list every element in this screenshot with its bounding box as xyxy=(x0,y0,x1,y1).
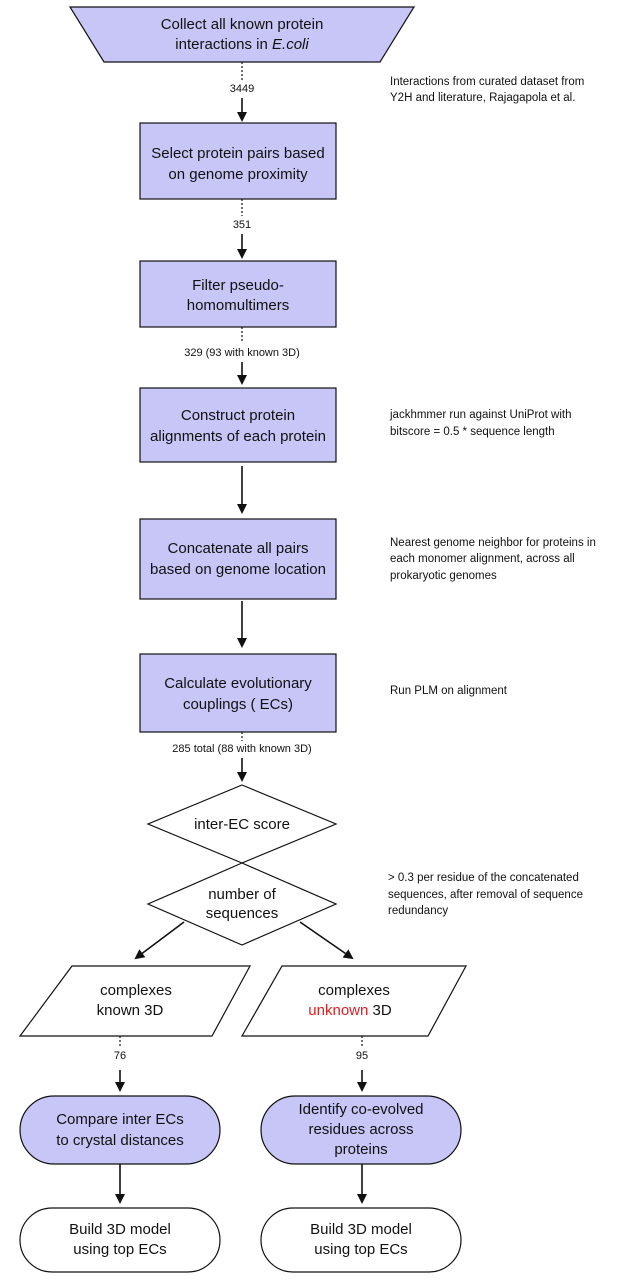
data-complexes-known-line1: complexes xyxy=(100,982,172,999)
step-compare-line2: to crystal distances xyxy=(56,1132,184,1149)
step-filter-line1: Filter pseudo- xyxy=(192,277,284,294)
step-identify: Identify co-evolved residues across prot… xyxy=(260,1095,462,1165)
data-complexes-known: complexes known 3D xyxy=(18,965,252,1037)
step-build-right-line1: Build 3D model xyxy=(310,1221,412,1238)
step-concatenate-line2: based on genome location xyxy=(150,561,326,578)
count-2: 351 xyxy=(233,219,251,231)
decision-num-sequences: number of sequences xyxy=(146,862,338,946)
step-calculate-line1: Calculate evolutionary xyxy=(164,675,312,692)
note-3-line2: each monomer alignment, across all xyxy=(390,553,575,565)
note-3-line3: prokaryotic genomes xyxy=(390,570,497,582)
step-select: Select protein pairs based on genome pro… xyxy=(139,122,337,200)
data-complexes-unknown: complexes unknown 3D xyxy=(240,965,468,1037)
note-3-line1: Nearest genome neighbor for proteins in xyxy=(390,537,596,549)
note-1-line1: Interactions from curated dataset from xyxy=(390,76,584,88)
data-complexes-unknown-line1: complexes xyxy=(318,982,390,999)
note-1-line2: Y2H and literature, Rajagapola et al. xyxy=(390,92,575,104)
step-collect: Collect all known protein interactions i… xyxy=(68,6,416,63)
data-complexes-unknown-line2: unknown 3D xyxy=(308,1002,392,1019)
decision-num-sequences-line2: sequences xyxy=(206,905,279,922)
step-compare-line1: Compare inter ECs xyxy=(56,1111,184,1128)
step-select-line2: on genome proximity xyxy=(168,166,308,183)
note-2-line1: jackhmmer run against UniProt with xyxy=(389,409,572,421)
step-construct-line2: alignments of each protein xyxy=(150,428,326,445)
decision-inter-ec: inter-EC score xyxy=(146,784,338,864)
step-build-left: Build 3D model using top ECs xyxy=(19,1207,221,1273)
step-build-right: Build 3D model using top ECs xyxy=(260,1207,462,1273)
step-calculate: Calculate evolutionary couplings ( ECs) xyxy=(139,653,337,733)
step-identify-line3: proteins xyxy=(334,1141,387,1158)
step-concatenate: Concatenate all pairs based on genome lo… xyxy=(139,518,337,600)
step-construct: Construct protein alignments of each pro… xyxy=(139,387,337,463)
step-concatenate-line1: Concatenate all pairs xyxy=(168,540,309,557)
decision-inter-ec-label: inter-EC score xyxy=(194,816,290,833)
step-construct-line1: Construct protein xyxy=(181,407,295,424)
note-5-line3: redundancy xyxy=(388,905,448,917)
step-filter: Filter pseudo- homomultimers xyxy=(139,260,337,328)
step-identify-line1: Identify co-evolved xyxy=(298,1101,423,1118)
step-compare: Compare inter ECs to crystal distances xyxy=(19,1095,221,1165)
note-5-line1: > 0.3 per residue of the concatenated xyxy=(388,872,579,884)
count-1: 3449 xyxy=(230,83,254,95)
decision-num-sequences-line1: number of xyxy=(208,886,276,903)
step-build-right-line2: using top ECs xyxy=(314,1241,407,1258)
step-collect-line2: interactions in E.coli xyxy=(175,36,309,53)
step-identify-line2: residues across xyxy=(308,1121,413,1138)
step-build-left-line2: using top ECs xyxy=(73,1241,166,1258)
step-build-left-line1: Build 3D model xyxy=(69,1221,171,1238)
count-6: 95 xyxy=(356,1050,368,1062)
note-4-line1: Run PLM on alignment xyxy=(390,685,508,697)
count-3: 329 (93 with known 3D) xyxy=(184,347,300,359)
arrow-branch-right xyxy=(299,921,354,960)
data-complexes-known-line2: known 3D xyxy=(97,1002,164,1019)
step-filter-line2: homomultimers xyxy=(187,297,290,314)
note-2-line2: bitscore = 0.5 * sequence length xyxy=(390,426,555,438)
arrow-branch-left xyxy=(134,921,185,960)
count-4: 285 total (88 with known 3D) xyxy=(172,743,311,755)
note-5-line2: sequences, after removal of sequence xyxy=(388,889,583,901)
step-collect-line1: Collect all known protein xyxy=(161,16,324,33)
count-5: 76 xyxy=(114,1050,126,1062)
step-select-line1: Select protein pairs based xyxy=(151,145,324,162)
step-calculate-line2: couplings ( ECs) xyxy=(183,696,293,713)
